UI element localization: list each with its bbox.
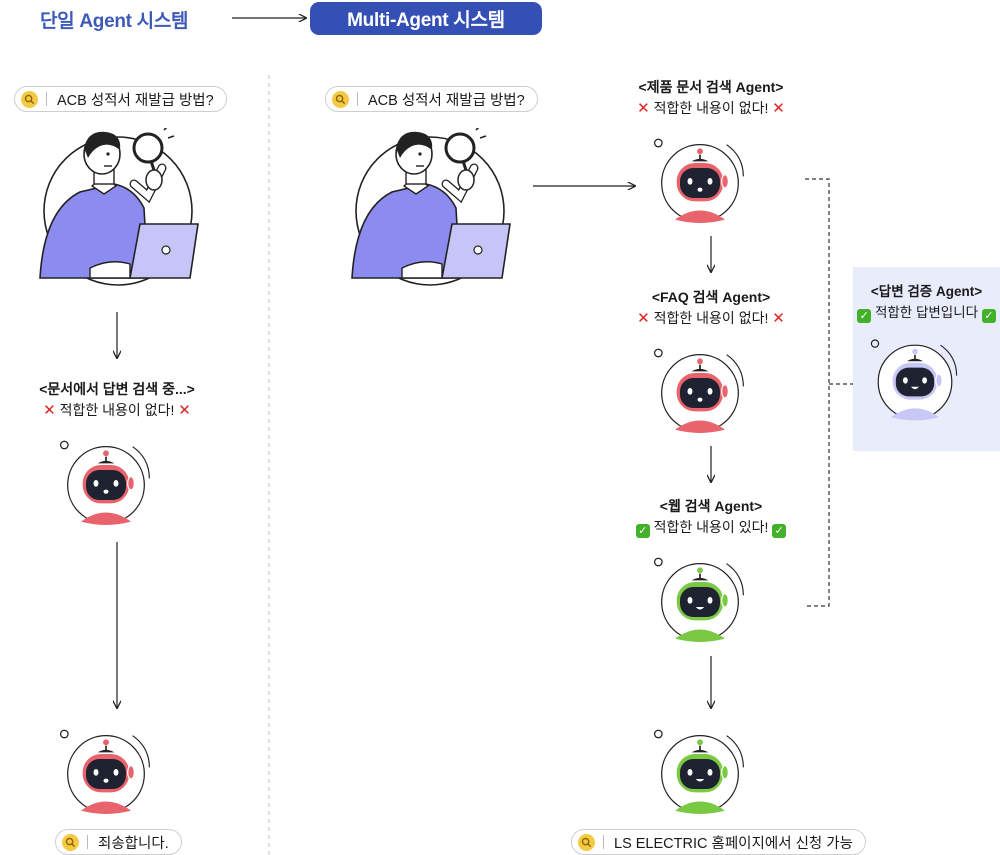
- search-icon: [332, 90, 349, 108]
- verify-agent-heading: <답변 검증 Agent>: [870, 284, 983, 299]
- multi-answer-bubble: LS ELECTRIC 홈페이지에서 신청 가능: [571, 829, 866, 855]
- single-search-robot-icon: [59, 440, 150, 525]
- multi-query-bubble: ACB 성적서 재발급 방법?: [325, 86, 538, 112]
- web-agent-robot-icon: [653, 557, 744, 642]
- single-query-text: ACB 성적서 재발급 방법?: [57, 92, 214, 109]
- search-icon: [21, 90, 38, 108]
- x-mark-icon: ✕: [772, 100, 785, 117]
- user-searching-illustration-right: [351, 128, 511, 286]
- search-icon: [62, 833, 79, 851]
- verify-agent-label: <답변 검증 Agent> ✓ 적합한 답변입니다 ✓: [853, 281, 1000, 323]
- single-answer-bubble: 죄송합니다.: [55, 829, 182, 855]
- single-agent-title: 단일 Agent 시스템: [40, 11, 189, 32]
- verify-bracket: [805, 178, 830, 607]
- multi-answer-text: LS ELECTRIC 홈페이지에서 신청 가능: [614, 835, 853, 852]
- web-agent-result: 적합한 내용이 있다!: [653, 519, 769, 535]
- single-search-label: <문서에서 답변 검색 중...> ✕ 적합한 내용이 없다! ✕: [0, 379, 234, 421]
- single-search-heading: <문서에서 답변 검색 중...>: [39, 381, 195, 397]
- multi-answer-robot-icon: [653, 729, 744, 814]
- x-mark-icon: ✕: [637, 310, 650, 327]
- faq-agent-robot-icon: [653, 348, 744, 433]
- check-mark-icon: ✓: [857, 309, 872, 323]
- check-mark-icon: ✓: [981, 309, 996, 323]
- product-agent-robot-icon: [653, 138, 744, 223]
- faq-agent-label: <FAQ 검색 Agent> ✕ 적합한 내용이 없다! ✕: [611, 287, 811, 329]
- x-mark-icon: ✕: [178, 402, 191, 419]
- product-agent-result: 적합한 내용이 없다!: [653, 100, 769, 116]
- single-search-result: 적합한 내용이 없다!: [59, 402, 175, 418]
- x-mark-icon: ✕: [637, 100, 650, 117]
- faq-agent-result: 적합한 내용이 없다!: [653, 310, 769, 326]
- single-answer-robot-icon: [59, 729, 150, 814]
- verify-agent-robot-icon: [870, 339, 958, 421]
- product-agent-label: <제품 문서 검색 Agent> ✕ 적합한 내용이 없다! ✕: [611, 77, 811, 119]
- faq-agent-heading: <FAQ 검색 Agent>: [651, 289, 771, 305]
- single-query-bubble: ACB 성적서 재발급 방법?: [14, 86, 227, 112]
- search-icon: [578, 833, 595, 851]
- web-agent-label: <웹 검색 Agent> ✓ 적합한 내용이 있다! ✓: [611, 496, 811, 538]
- web-agent-heading: <웹 검색 Agent>: [659, 498, 763, 514]
- multi-query-text: ACB 성적서 재발급 방법?: [368, 92, 525, 109]
- product-agent-heading: <제품 문서 검색 Agent>: [638, 79, 784, 95]
- x-mark-icon: ✕: [772, 310, 785, 327]
- single-answer-text: 죄송합니다.: [98, 835, 169, 852]
- multi-agent-title: Multi-Agent 시스템: [310, 2, 542, 35]
- check-mark-icon: ✓: [772, 524, 787, 538]
- verify-agent-result: 적합한 답변입니다: [874, 305, 979, 320]
- check-mark-icon: ✓: [635, 524, 650, 538]
- user-searching-illustration-left: [39, 128, 199, 286]
- x-mark-icon: ✕: [43, 402, 56, 419]
